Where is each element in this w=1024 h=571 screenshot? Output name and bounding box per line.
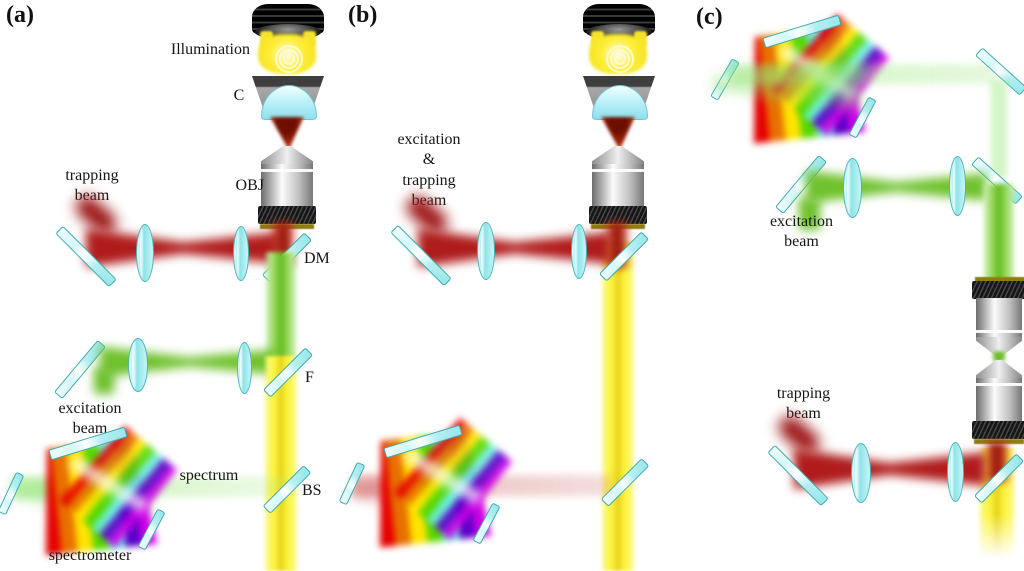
filament-coil-icon [606,45,634,73]
beam-splitter-label: BS [302,482,322,499]
trap-focus [992,351,1006,362]
objective-body [261,164,313,208]
relay-lens [233,226,249,281]
illumination-focus-cone [266,117,308,150]
spectrometer-label: spectrometer [48,547,132,564]
objective-label: OBJ [235,177,264,194]
excitation-beam-elbow [799,198,820,230]
trapping-beam [86,228,282,268]
illumination-beam-vertical [600,242,636,571]
relay-lens [237,342,252,394]
relay-lens [128,338,148,392]
condenser-label: C [233,87,245,104]
excitation-beam-vertical [264,252,298,360]
objective-band [972,421,1024,439]
relay-lens [947,442,964,502]
relay-lens [571,224,587,279]
excitation-beam-label: excitation beam [769,213,834,251]
filter-label: F [305,369,314,386]
objective-body [592,164,644,208]
relay-lens [851,443,871,503]
panel-a-tag: (a) [6,2,34,28]
dichroic-mirror-label: DM [304,250,330,267]
spectrum-label: spectrum [179,467,239,484]
relay-lens [949,156,966,216]
objective-band [972,281,1024,299]
illumination-focus-cone [597,117,639,150]
objective-body [976,378,1022,422]
spectrum-beam [730,64,996,84]
filament-coil-icon [275,45,303,73]
relay-lens [843,158,862,218]
panel-c-tag: (c) [696,4,723,30]
objective-band [258,206,316,224]
objective-base [975,277,1024,282]
objective-nose [976,360,1022,379]
spectrum-beam-vertical [991,80,1007,178]
relay-lens [136,224,154,282]
excitation-beam-label: excitation beam [58,400,122,438]
excitation-beam-vertical [982,184,1016,284]
illumination-label: Illumination [170,41,250,58]
objective-body [976,298,1022,338]
relay-lens [477,222,495,280]
objective-band [589,206,647,224]
panel-b-tag: (b) [348,2,378,28]
trapping-beam-label: trapping beam [776,385,831,423]
objective-base [974,439,1024,444]
